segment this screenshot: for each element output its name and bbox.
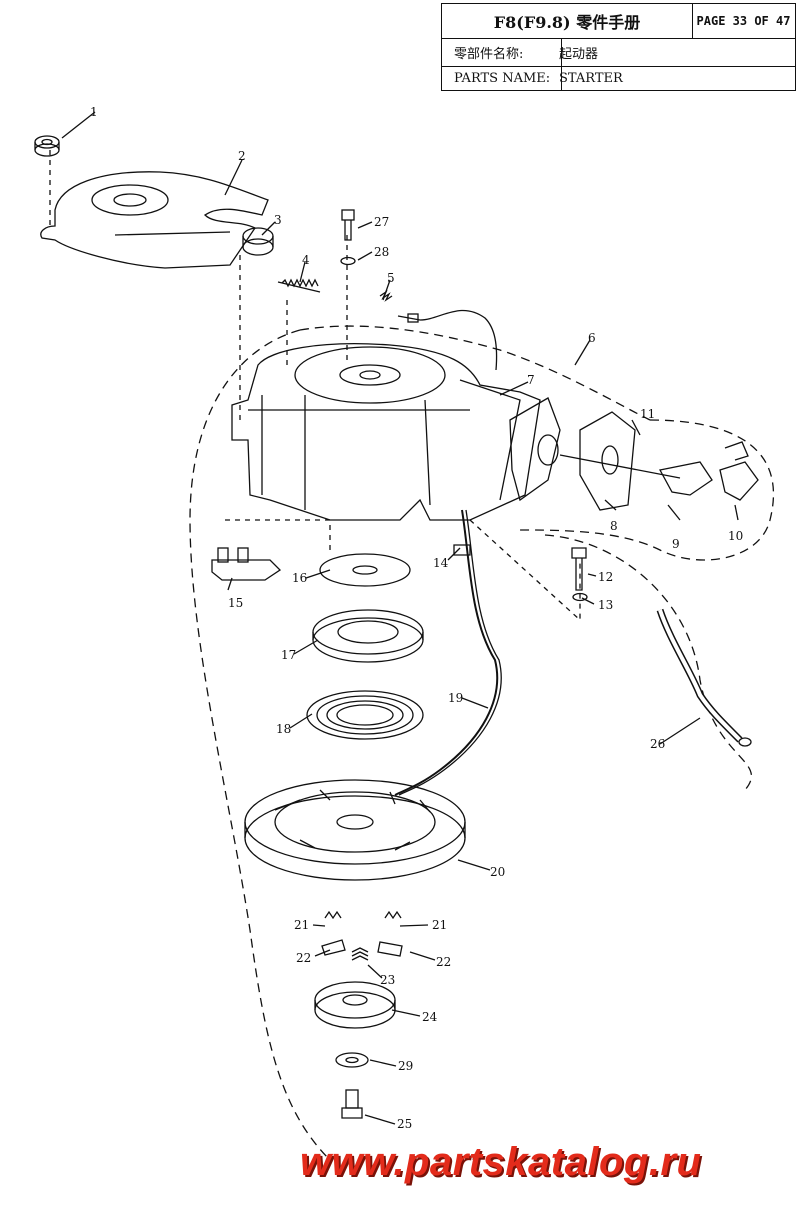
callout-13: 13 xyxy=(598,598,613,612)
callout-8: 8 xyxy=(610,519,618,533)
assembly-outline xyxy=(519,419,775,561)
callout-23: 23 xyxy=(380,973,395,987)
callout-15: 15 xyxy=(228,596,243,610)
chinese-name-label: 零部件名称: xyxy=(442,38,562,66)
page-number: PAGE 33 OF 47 xyxy=(696,14,791,28)
callout-14: 14 xyxy=(433,556,449,570)
callout-16: 16 xyxy=(292,571,307,585)
title-block: F8(F9.8) 零件手册 PAGE 33 OF 47 零部件名称: 起动器 P… xyxy=(441,3,796,91)
callout-24: 24 xyxy=(422,1010,438,1024)
callout-25: 25 xyxy=(397,1117,412,1131)
assembly-outline xyxy=(299,325,651,421)
watermark-url[interactable]: www.partskatalog.ru xyxy=(300,1140,702,1184)
callout-21-right: 21 xyxy=(432,918,447,932)
callout-29: 29 xyxy=(398,1059,413,1073)
callout-4: 4 xyxy=(302,253,310,267)
model-title: F8(F9.8) 零件手册 xyxy=(442,4,693,38)
callout-12: 12 xyxy=(598,570,613,584)
callout-10: 10 xyxy=(728,529,743,543)
callout-6: 6 xyxy=(588,331,596,345)
callout-27: 27 xyxy=(374,215,389,229)
callout-22-right: 22 xyxy=(436,955,451,969)
callout-21-left: 21 xyxy=(294,918,309,932)
callout-3: 3 xyxy=(274,213,282,227)
callout-22-left: 22 xyxy=(296,951,311,965)
parts-name-value: STARTER xyxy=(559,70,623,86)
parts-name-label: PARTS NAME: xyxy=(442,66,562,90)
callout-19: 19 xyxy=(448,691,463,705)
callout-11: 11 xyxy=(640,407,655,421)
callout-2: 2 xyxy=(238,149,246,163)
callout-9: 9 xyxy=(672,537,680,551)
callout-18: 18 xyxy=(276,722,291,736)
chinese-name-value: 起动器 xyxy=(559,46,599,62)
callout-5: 5 xyxy=(387,271,395,285)
assembly-outline xyxy=(189,329,331,1161)
callout-26: 26 xyxy=(650,737,665,751)
callout-1: 1 xyxy=(90,105,98,119)
callout-17: 17 xyxy=(281,648,296,662)
callout-7: 7 xyxy=(527,373,535,387)
callout-20: 20 xyxy=(490,865,505,879)
assembly-outline xyxy=(544,534,752,791)
callout-28: 28 xyxy=(374,245,389,259)
